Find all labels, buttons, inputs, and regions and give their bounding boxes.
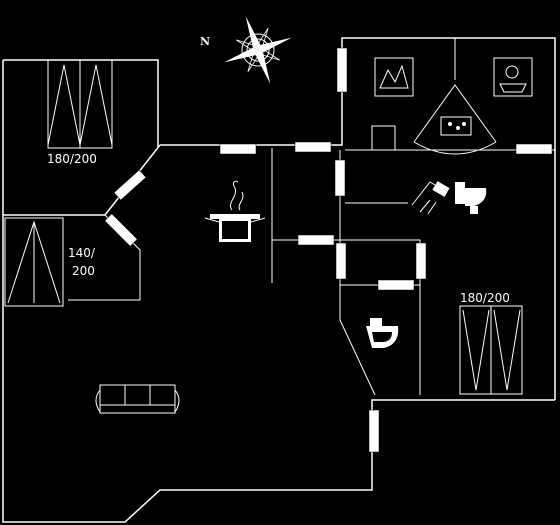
door-entrance[interactable]	[368, 409, 380, 453]
single-bed-icon	[4, 217, 64, 307]
shower-icon	[411, 181, 450, 215]
interior-walls	[68, 38, 555, 396]
compass-north-label: N	[200, 35, 210, 48]
bedroom-1-bed-label: 180/200	[47, 152, 97, 166]
door-bathroom-2-side[interactable]	[335, 242, 347, 280]
door-bedroom-1[interactable]	[113, 169, 147, 201]
door-kitchen[interactable]	[219, 143, 257, 155]
double-bed-icon	[459, 305, 523, 395]
door-outside-east[interactable]	[515, 143, 553, 155]
door-bathroom-1[interactable]	[334, 159, 346, 197]
bedroom-2-bed-label-line1: 140/	[68, 246, 96, 260]
outer-walls	[2, 37, 556, 523]
door-sauna-room[interactable]	[336, 47, 348, 93]
bedroom-2-bed-label-line2: 200	[72, 264, 95, 278]
sofa-icon	[95, 384, 180, 414]
door-bedroom-3[interactable]	[415, 242, 427, 280]
door-hall-top[interactable]	[294, 141, 332, 153]
sauna-icon	[374, 57, 414, 97]
double-bed-icon	[47, 59, 113, 149]
bathtub-icon	[413, 84, 497, 155]
bedroom-3-bed-label: 180/200	[460, 291, 510, 305]
doors	[104, 47, 553, 453]
toilet-icon	[366, 318, 399, 348]
door-utility[interactable]	[297, 234, 335, 246]
door-toilet[interactable]	[377, 279, 415, 291]
wash-basin-icon	[493, 57, 533, 97]
cooking-pot-icon	[204, 180, 266, 242]
toilet-icon	[455, 182, 487, 214]
door-bedroom-2[interactable]	[104, 213, 138, 247]
compass-rose-icon	[224, 16, 292, 84]
